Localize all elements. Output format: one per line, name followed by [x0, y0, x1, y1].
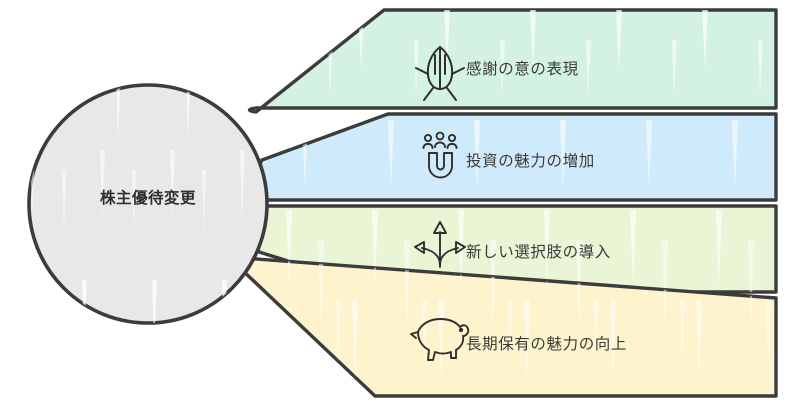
branch-band-0-texture: [249, 10, 776, 112]
hub-texture: [29, 85, 267, 323]
bear-icon: [410, 318, 470, 361]
branch-band-0[interactable]: [247, 8, 778, 114]
branch-band-1-texture: [256, 114, 776, 200]
praying-hands-icon: [415, 46, 465, 101]
branching-arrows-icon: [414, 221, 466, 268]
branch-band-3-texture: [238, 258, 776, 396]
branch-band-1[interactable]: [254, 112, 778, 202]
hub-node[interactable]: [27, 83, 269, 325]
branch-band-3[interactable]: [236, 256, 778, 398]
magnet-people-icon: [422, 131, 458, 179]
